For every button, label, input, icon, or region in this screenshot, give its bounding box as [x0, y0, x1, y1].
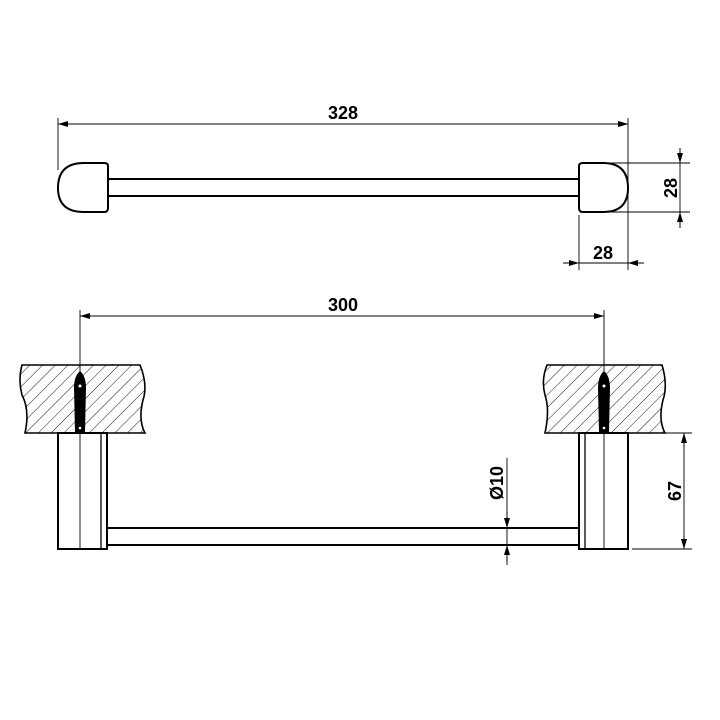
right-wall-anchor [598, 371, 610, 432]
left-end-cap [56, 162, 109, 213]
dimension-label-overall-length: 328 [328, 103, 358, 123]
front-view: 300 Ø10 67 [19, 295, 692, 565]
dimension-label-cap-height: 28 [661, 178, 681, 198]
right-post [578, 432, 629, 550]
right-end-cap [578, 162, 630, 213]
dimension-label-cap-width: 28 [593, 243, 613, 263]
dimension-label-rod-diameter: Ø10 [487, 466, 507, 500]
dimension-label-center-distance: 300 [328, 295, 358, 315]
dimension-label-projection: 67 [665, 481, 685, 501]
top-view: 328 28 28 [56, 103, 690, 270]
left-post [57, 432, 108, 550]
left-wall-anchor [74, 371, 86, 432]
